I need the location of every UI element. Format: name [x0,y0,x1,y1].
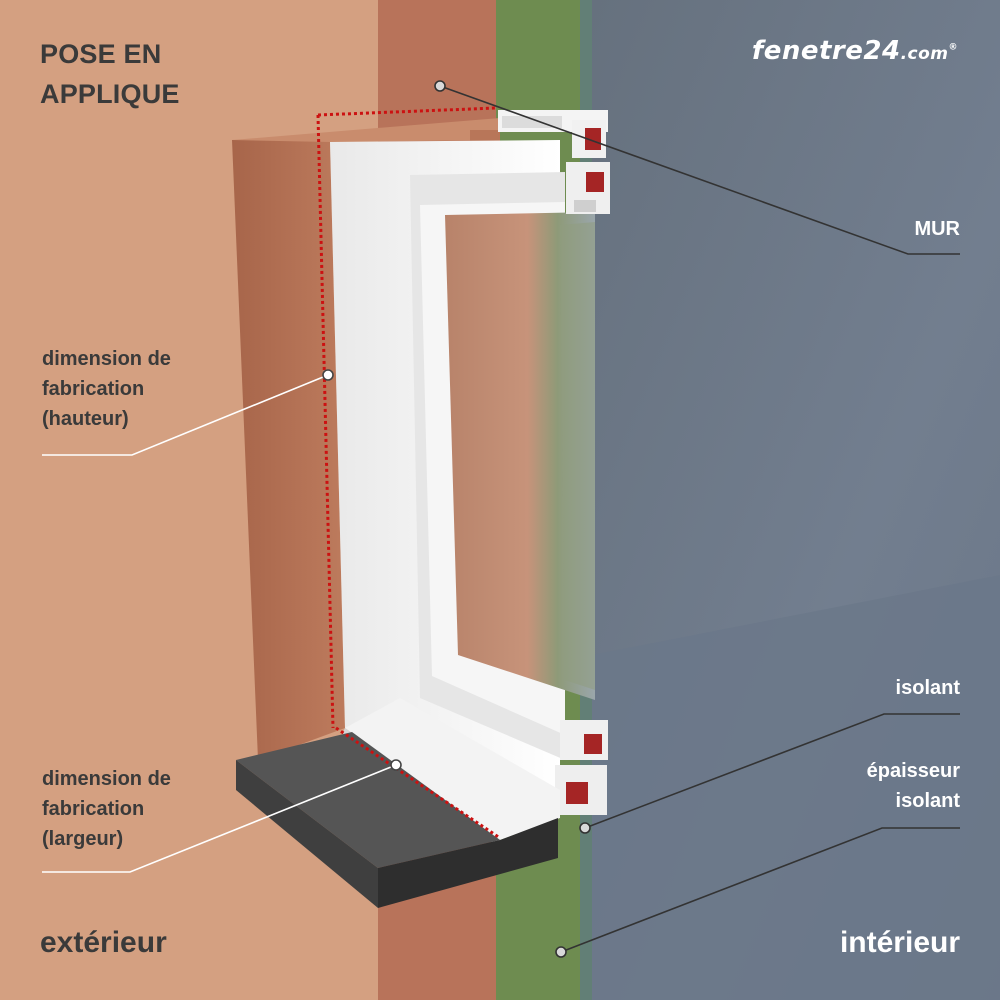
fabrication-dimension-height-line [316,114,335,729]
glass-reflection [560,222,595,690]
leader-insulation [584,713,960,829]
label-insulation: isolant [896,673,960,703]
page-title: POSE EN APPLIQUE [40,34,300,114]
label-height-line-2: fabrication [42,378,145,400]
title-line-2: APPLIQUE [40,79,180,109]
frame-sill [345,698,560,840]
label-width-line-3: (largeur) [42,828,124,850]
label-exterior: extérieur [40,926,167,959]
label-thickness-line-1: épaisseur [866,760,960,782]
marker-wall [434,80,446,92]
leader-insulation-thickness [560,827,960,953]
label-wall-text: MUR [914,218,960,240]
label-insulation-text: isolant [895,677,960,699]
window-sill-front [236,760,378,908]
window-reveal-left [232,140,345,760]
marker-insulation-thickness [555,946,567,958]
label-height-line-3: (hauteur) [42,408,129,430]
label-fabrication-width: dimension de fabrication (largeur) [42,764,171,854]
logo-brand: fenetre24 [751,36,901,66]
window-sill-top [236,732,500,868]
label-interior: intérieur [839,926,960,959]
label-thickness-line-2: isolant [895,790,960,812]
title-line-1: POSE EN [40,39,162,69]
label-width-line-1: dimension de [42,768,171,790]
top-profile-section [498,110,610,214]
leader-width [42,764,397,873]
logo-suffix: .com [900,44,949,64]
window-glass [445,212,595,700]
label-insulation-thickness: épaisseur isolant [867,756,960,816]
window-sill-underside [378,818,558,908]
label-wall: MUR [914,214,960,244]
interior-floor-shade [592,575,1000,1000]
marker-insulation [579,822,591,834]
fabrication-dimension-width-line [335,726,501,840]
bottom-profile-section [555,720,608,815]
brand-logo: fenetre24.com® [752,36,958,66]
leader-height [42,374,329,456]
label-fabrication-height: dimension de fabrication (hauteur) [42,344,171,434]
logo-registered-mark: ® [948,42,958,53]
window-reveal-top [232,118,500,148]
leader-wall [439,85,960,255]
label-width-line-2: fabrication [42,798,145,820]
marker-width [390,759,402,771]
label-height-line-1: dimension de [42,348,171,370]
marker-height [322,369,334,381]
